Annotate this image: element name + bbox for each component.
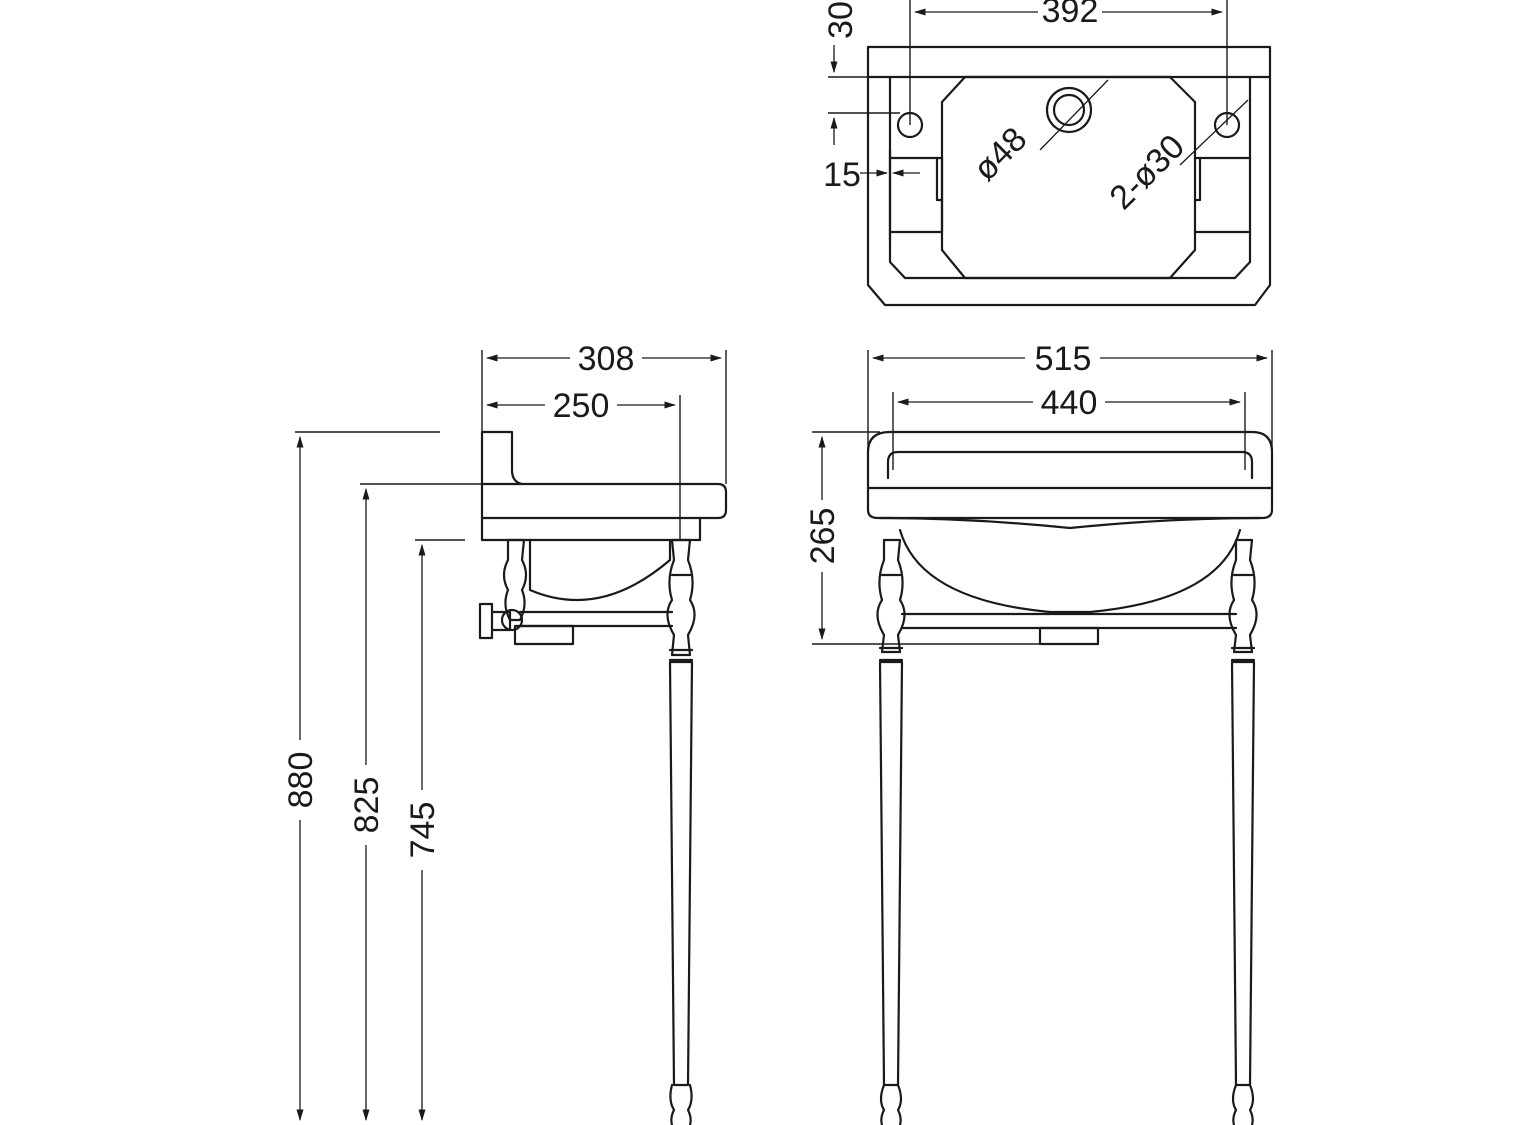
side-view: 308 250 880 825 745 bbox=[282, 340, 728, 1125]
dim-745-label: 745 bbox=[404, 802, 442, 859]
side-leg bbox=[668, 660, 694, 1087]
front-view: 515 440 265 bbox=[804, 340, 1274, 1125]
dim-waste-label: ø48 bbox=[966, 120, 1034, 188]
side-basin-outline bbox=[480, 430, 728, 542]
top-view: 392 30 15 ø48 2-ø30 bbox=[822, 0, 1272, 307]
front-leg-left bbox=[878, 660, 904, 1087]
dim-515-label: 515 bbox=[1035, 340, 1092, 378]
front-basin-outline bbox=[866, 430, 1274, 520]
dim-392-label: 392 bbox=[1042, 0, 1099, 30]
dim-tap-holes-label: 2-ø30 bbox=[1102, 127, 1192, 217]
dim-825-label: 825 bbox=[348, 777, 386, 834]
dim-250-label: 250 bbox=[553, 387, 610, 425]
dim-880-label: 880 bbox=[282, 752, 320, 809]
dim-308-label: 308 bbox=[578, 340, 635, 378]
front-leg-right bbox=[1230, 660, 1256, 1087]
waste-hole bbox=[1045, 86, 1093, 134]
dim-30-label: 30 bbox=[822, 1, 860, 39]
dim-15-label: 15 bbox=[823, 156, 861, 194]
dim-440-label: 440 bbox=[1041, 384, 1098, 422]
dim-265-label: 265 bbox=[804, 508, 842, 565]
bowl-outline bbox=[940, 75, 1197, 280]
top-view-outline bbox=[866, 45, 1272, 307]
